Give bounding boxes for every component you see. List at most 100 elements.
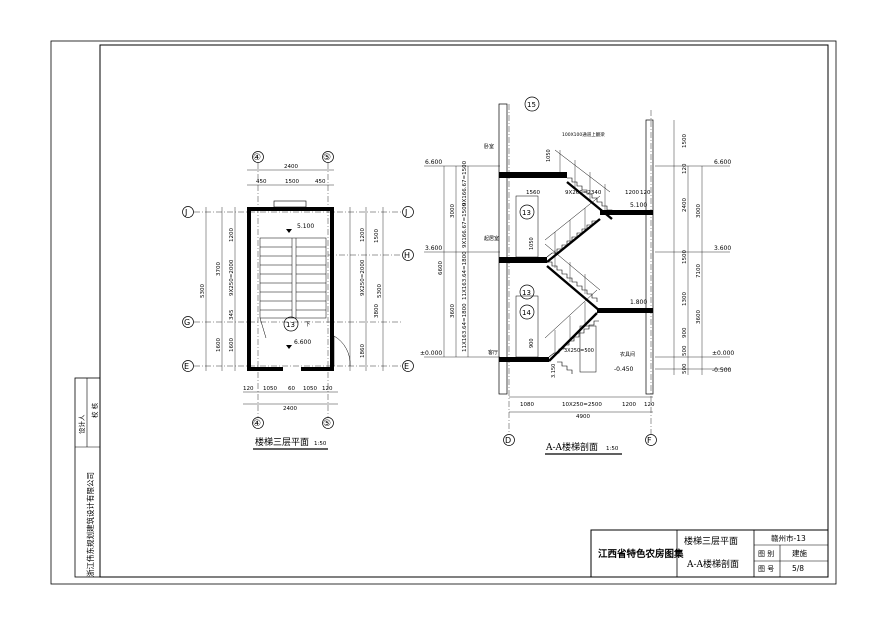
collection-title: 江西省特色农房图集 bbox=[598, 548, 684, 560]
section-stair-flights bbox=[544, 149, 613, 374]
section-dims-bottom: 1080 10X250=2500 1200 120 4900 bbox=[509, 396, 655, 420]
svg-text:1200: 1200 bbox=[625, 190, 639, 196]
section-room-3: 客厅 bbox=[488, 349, 498, 356]
svg-text:1600: 1600 bbox=[229, 338, 235, 352]
svg-text:60: 60 bbox=[288, 386, 295, 392]
section-railing-note: 100X100通道上翻梁 bbox=[562, 131, 605, 138]
plan-tag: 13 bbox=[286, 321, 295, 329]
section-dims-inner: 1560 9X260=2340 1200 120 1050 1050 900 3… bbox=[526, 149, 651, 378]
category-value: 建施 bbox=[792, 548, 807, 558]
svg-text:5300: 5300 bbox=[377, 284, 383, 298]
plan-axis-5-top: ⑤ bbox=[323, 153, 331, 163]
section-level-m0450: -0.450 bbox=[614, 366, 634, 373]
title-block: 江西省特色农房图集 楼梯三层平面 A-A楼梯剖面 赣州市-13 图 别 建施 图… bbox=[590, 529, 829, 578]
plan-scale: 1:50 bbox=[314, 441, 327, 447]
svg-text:1500: 1500 bbox=[682, 250, 688, 264]
plan-dims-right: 1200 1500 9X250=2000 3800 5300 1860 bbox=[349, 207, 384, 371]
svg-text:3800: 3800 bbox=[374, 304, 380, 318]
plan-level-top: 5.100 bbox=[297, 223, 314, 230]
section-title: A-A楼梯剖面 bbox=[545, 441, 598, 453]
svg-text:1200: 1200 bbox=[229, 228, 235, 242]
section-tag-13b: 13 bbox=[522, 289, 531, 297]
section-dims-left: 3000 6600 3600 9X166.67=1500 9X166.67=15… bbox=[438, 160, 469, 357]
section-room-1: 卧室 bbox=[484, 143, 494, 150]
svg-text:9X166.67=1500: 9X166.67=1500 bbox=[462, 202, 468, 248]
svg-text:3600: 3600 bbox=[696, 310, 702, 324]
svg-text:900: 900 bbox=[529, 338, 535, 348]
section-level-5100: 5.100 bbox=[630, 202, 647, 209]
plan-axis-g-left: G bbox=[184, 318, 190, 327]
svg-text:2400: 2400 bbox=[283, 406, 297, 412]
stair-section: D F bbox=[420, 96, 734, 455]
section-stair-note: 3X250=500 bbox=[564, 348, 594, 354]
plan-axis-j-left: J bbox=[184, 208, 187, 217]
svg-text:1050: 1050 bbox=[303, 386, 317, 392]
category-label: 图 别 bbox=[758, 549, 774, 558]
section-axis-d: D bbox=[505, 436, 511, 445]
svg-text:120: 120 bbox=[243, 386, 254, 392]
svg-text:1500: 1500 bbox=[682, 134, 688, 148]
section-room-2: 起居室 bbox=[484, 235, 499, 242]
company-name: 浙江伟东规划建筑设计有限公司 bbox=[85, 472, 95, 577]
svg-text:11X163.64=1800: 11X163.64=1800 bbox=[462, 251, 468, 300]
section-levels-left: 6.600 3.600 ±0.000 bbox=[420, 159, 500, 358]
svg-text:-0.500: -0.500 bbox=[712, 367, 732, 374]
svg-text:1300: 1300 bbox=[682, 292, 688, 306]
section-tag-15: 15 bbox=[527, 101, 536, 109]
plan-axis-4-bottom: ④ bbox=[253, 419, 261, 429]
number-value: 5/8 bbox=[792, 564, 804, 573]
svg-text:4900: 4900 bbox=[576, 414, 590, 420]
section-levels-right: 6.600 3.600 ±0.000 -0.500 bbox=[655, 159, 734, 374]
series-code: 赣州市-13 bbox=[771, 533, 806, 543]
svg-text:6.600: 6.600 bbox=[714, 159, 731, 166]
plan-axis-h-right: H bbox=[404, 251, 410, 260]
svg-text:1050: 1050 bbox=[263, 386, 277, 392]
svg-text:7100: 7100 bbox=[696, 264, 702, 278]
svg-text:1200: 1200 bbox=[622, 402, 636, 408]
svg-text:2400: 2400 bbox=[284, 164, 298, 170]
plan-axis-4-top: ④ bbox=[253, 153, 261, 163]
section-level-1800: 1.800 bbox=[630, 299, 647, 306]
svg-text:500: 500 bbox=[682, 363, 688, 374]
svg-text:6.600: 6.600 bbox=[425, 159, 442, 166]
svg-text:1200: 1200 bbox=[360, 228, 366, 242]
svg-text:450: 450 bbox=[315, 179, 326, 185]
svg-text:3.600: 3.600 bbox=[714, 245, 731, 252]
plan-level-mid: 6.600 bbox=[294, 339, 311, 346]
svg-text:9X260=2340: 9X260=2340 bbox=[565, 190, 602, 196]
sign-designer-label: 设计人 bbox=[77, 414, 86, 434]
svg-text:500: 500 bbox=[682, 345, 688, 356]
section-tag-14: 14 bbox=[522, 309, 531, 317]
left-margin-strip: 浙江伟东规划建筑设计有限公司 设计人 校 核 bbox=[74, 377, 101, 578]
svg-text:120: 120 bbox=[322, 386, 333, 392]
inner-border bbox=[99, 44, 829, 578]
svg-text:1500: 1500 bbox=[285, 179, 299, 185]
number-label: 图 号 bbox=[758, 565, 774, 573]
svg-text:3700: 3700 bbox=[216, 262, 222, 276]
plan-down-label: 下 bbox=[305, 321, 311, 328]
outer-border bbox=[50, 40, 837, 585]
section-scale: 1:50 bbox=[606, 446, 619, 452]
section-room-4: 农具间 bbox=[620, 351, 635, 358]
svg-text:1050: 1050 bbox=[529, 237, 535, 250]
svg-text:5300: 5300 bbox=[200, 284, 206, 298]
svg-text:3.600: 3.600 bbox=[425, 245, 442, 252]
plan-axis-e-right: E bbox=[404, 362, 409, 371]
svg-text:120: 120 bbox=[640, 190, 651, 196]
svg-text:6600: 6600 bbox=[438, 261, 444, 275]
plan-axis-5-bottom: ⑤ bbox=[323, 419, 331, 429]
svg-text:3000: 3000 bbox=[450, 204, 456, 218]
sign-checker-label: 校 核 bbox=[90, 402, 99, 418]
svg-text:10X250=2500: 10X250=2500 bbox=[562, 402, 602, 408]
svg-text:900: 900 bbox=[682, 327, 688, 338]
plan-title: 楼梯三层平面 bbox=[255, 436, 309, 448]
svg-text:1860: 1860 bbox=[360, 344, 366, 358]
plan-dims-top: 2400 450 1500 450 bbox=[247, 164, 334, 186]
svg-text:1080: 1080 bbox=[520, 402, 534, 408]
svg-text:1600: 1600 bbox=[216, 338, 222, 352]
plan-dims-left: 3700 9X250=2000 5300 1200 345 1600 1600 bbox=[200, 207, 236, 371]
stair-plan: ④ ⑤ ④ ⑤ J G E J H E bbox=[182, 151, 414, 450]
svg-text:1050: 1050 bbox=[546, 149, 552, 162]
svg-text:120: 120 bbox=[644, 402, 655, 408]
